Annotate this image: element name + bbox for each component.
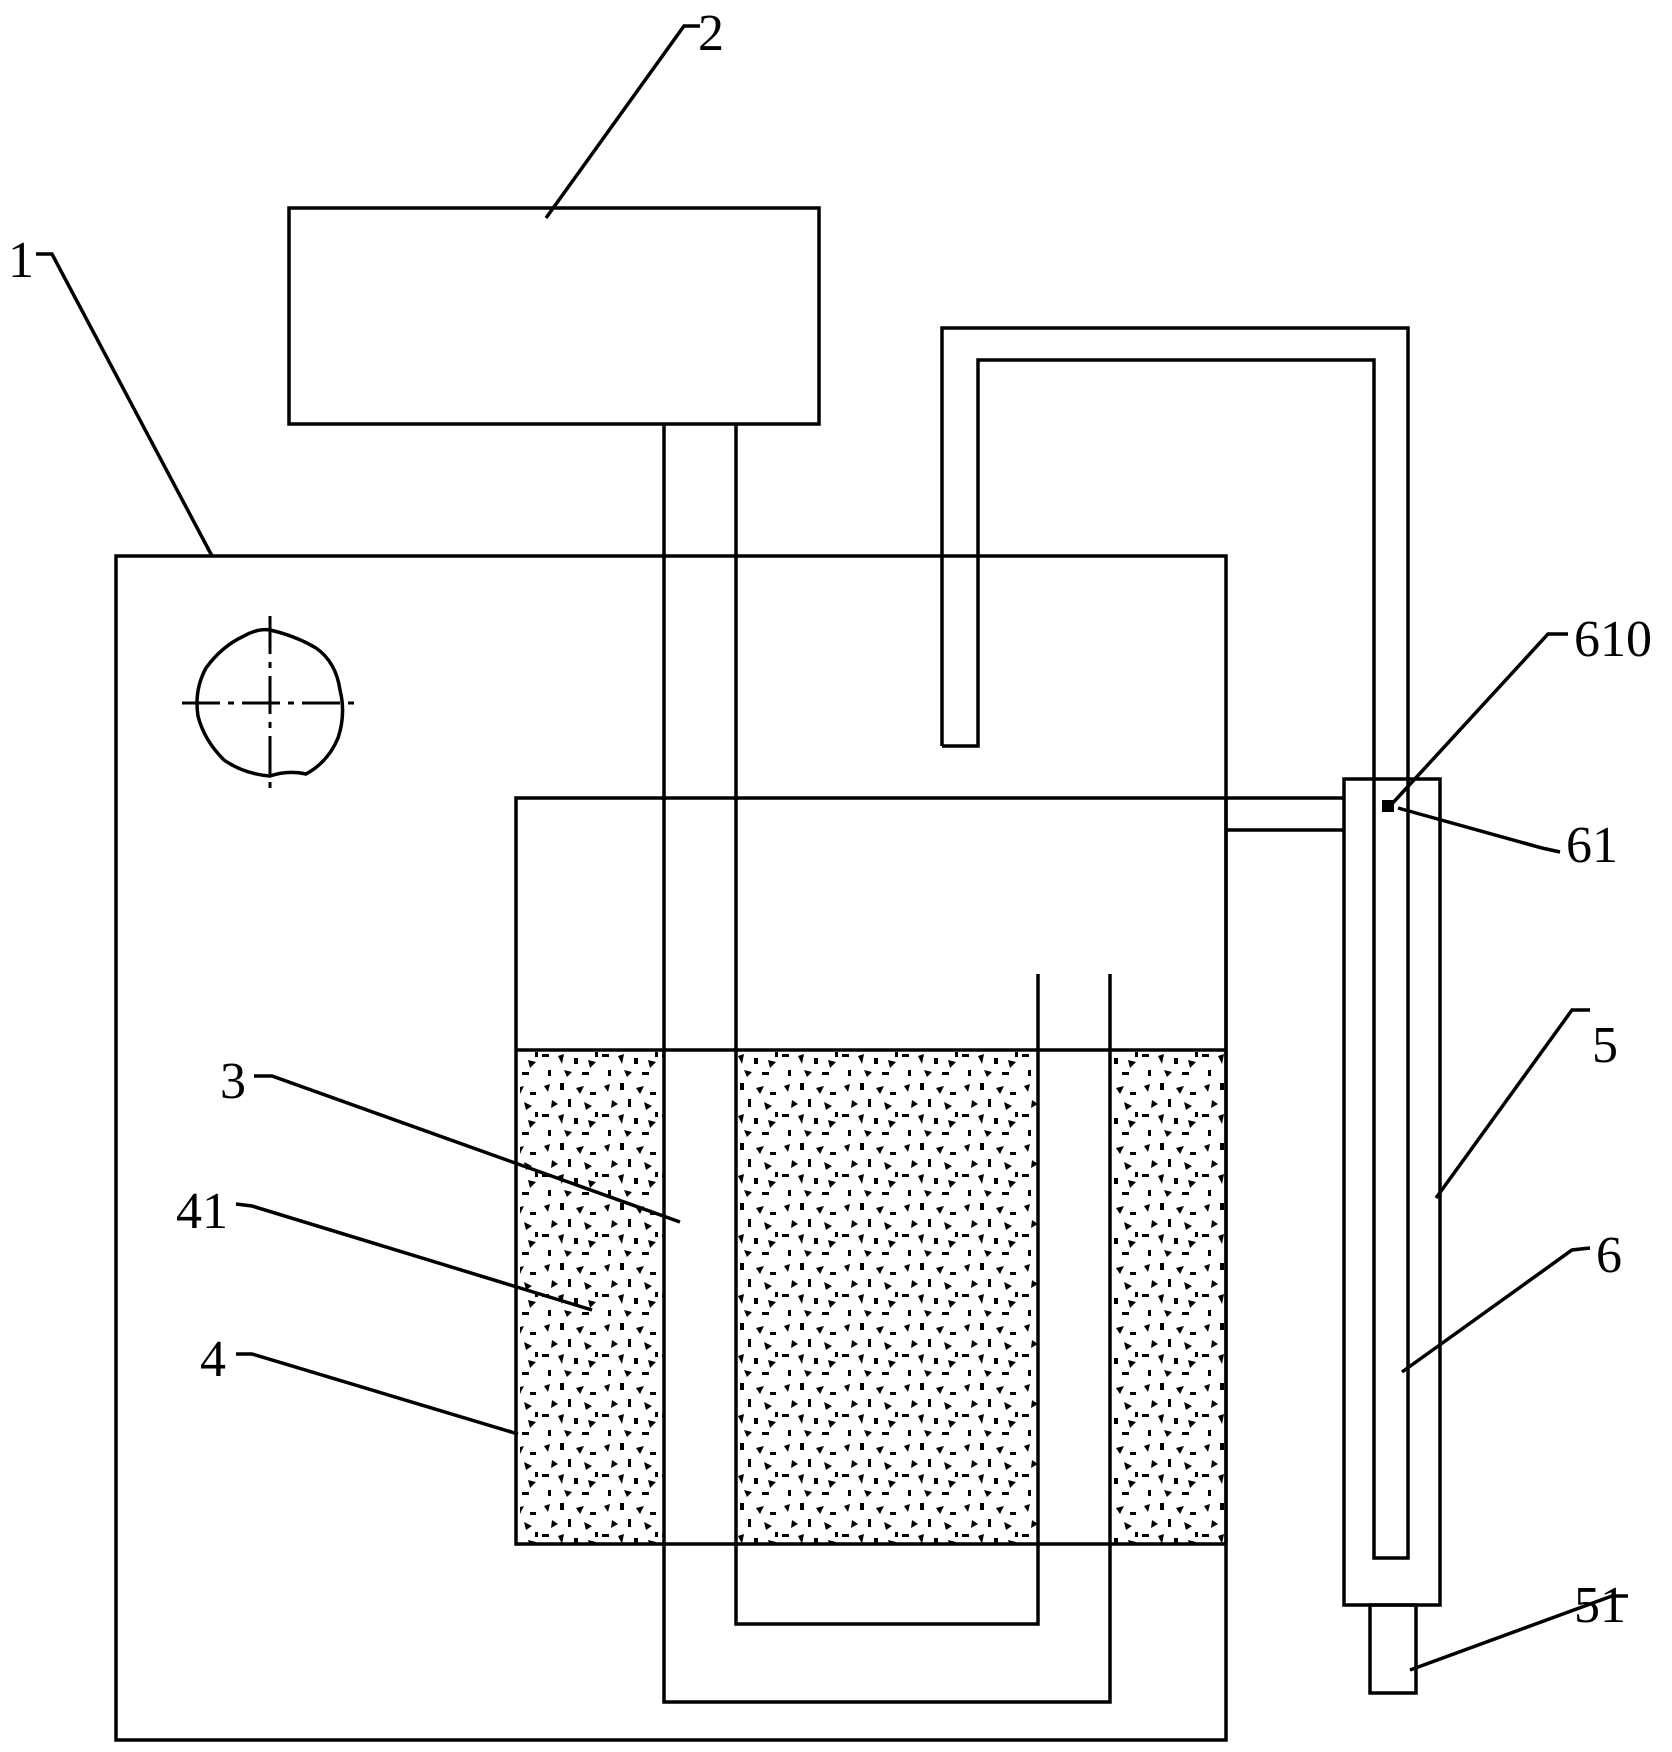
leader-lines bbox=[36, 24, 1628, 1672]
granule-fill-right bbox=[1111, 1050, 1224, 1544]
label-3: 3 bbox=[220, 1053, 246, 1110]
label-1: 1 bbox=[8, 232, 34, 289]
inner-vessel bbox=[514, 796, 1228, 1546]
main-housing bbox=[114, 554, 1228, 1742]
label-41: 41 bbox=[176, 1183, 228, 1240]
label-610: 610 bbox=[1574, 611, 1652, 668]
label-51: 51 bbox=[1574, 1577, 1626, 1634]
label-4: 4 bbox=[200, 1331, 226, 1388]
gauge-icon bbox=[182, 616, 356, 788]
label-5: 5 bbox=[1592, 1017, 1618, 1074]
outer-column bbox=[1342, 777, 1442, 1607]
granule-fill-center bbox=[737, 1050, 1038, 1544]
label-61: 61 bbox=[1566, 817, 1618, 874]
overflow-pipe-inner bbox=[942, 358, 1410, 1560]
label-2: 2 bbox=[698, 5, 724, 62]
overflow-pipe bbox=[940, 326, 1410, 784]
u-pipe-outer-wall bbox=[662, 424, 1112, 1704]
u-pipe-inner-wall bbox=[734, 424, 1040, 1626]
label-6: 6 bbox=[1596, 1227, 1622, 1284]
granule-fill-left bbox=[520, 1050, 663, 1544]
top-box bbox=[287, 206, 821, 426]
bottom-outlet bbox=[1368, 1603, 1418, 1695]
